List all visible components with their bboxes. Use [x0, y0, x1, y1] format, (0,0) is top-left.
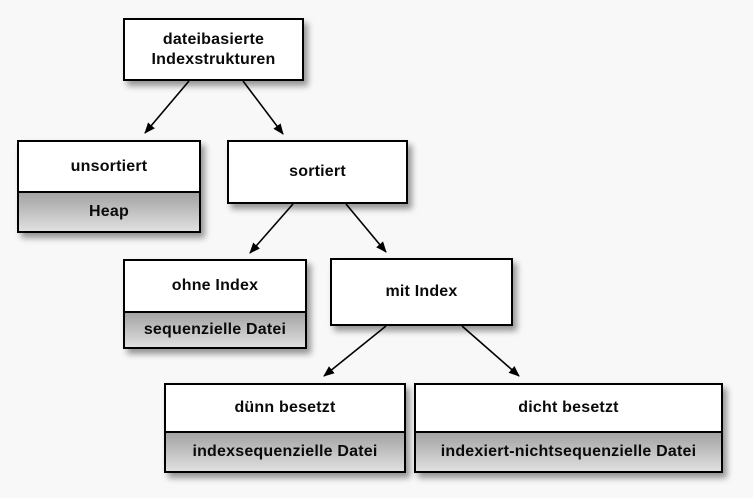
node-mit-index: mit Index [330, 258, 513, 326]
node-dicht-label: dicht besetzt [518, 399, 619, 416]
node-duenn-label: dünn besetzt [234, 399, 336, 416]
node-sortiert-label: sortiert [289, 163, 346, 180]
edge-root-unsortiert [144, 80, 190, 134]
edge-sortiert-ohne [249, 203, 294, 254]
node-sortiert: sortiert [227, 140, 408, 204]
node-unsortiert: unsortiert Heap [17, 140, 201, 233]
node-ohne-index-label: ohne Index [171, 277, 259, 294]
edge-mit-dicht [461, 325, 520, 377]
edge-root-sortiert [242, 80, 284, 135]
node-unsortiert-sublabel: Heap [19, 191, 199, 231]
node-dicht-sublabel: indexiert-nichtsequenzielle Datei [416, 431, 721, 471]
node-duenn-besetzt: dünn besetzt indexsequenzielle Datei [164, 383, 406, 473]
node-ohne-index-sublabel: sequenzielle Datei [125, 311, 305, 347]
node-root: dateibasierte Indexstrukturen [123, 18, 304, 81]
node-ohne-index: ohne Index sequenzielle Datei [123, 259, 307, 349]
edge-mit-duenn [323, 325, 387, 377]
node-unsortiert-label: unsortiert [70, 157, 148, 175]
node-dicht-besetzt: dicht besetzt indexiert-nichtsequenziell… [414, 383, 723, 473]
node-root-label: dateibasierte Indexstrukturen [151, 30, 276, 68]
node-mit-index-label: mit Index [385, 283, 458, 300]
edge-sortiert-mit [345, 203, 387, 253]
node-duenn-sublabel: indexsequenzielle Datei [166, 431, 404, 471]
